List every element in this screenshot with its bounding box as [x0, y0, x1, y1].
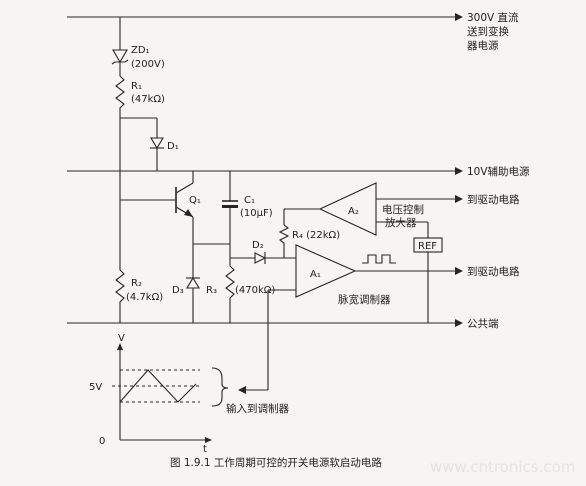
d3-label: D₃: [172, 285, 184, 296]
zd1-value: (200V): [131, 59, 165, 70]
d1-label: D₁: [167, 141, 179, 152]
waveform-triangle: [119, 369, 197, 403]
resistor-r2: [115, 269, 125, 323]
ref-label: REF: [418, 241, 437, 252]
pwm-label: 脉宽调制器: [338, 293, 391, 306]
hv-rail-label-2: 送到变换: [467, 25, 509, 38]
pulse-waveform-icon: [362, 254, 396, 264]
r3-value: (470kΩ): [235, 285, 275, 296]
q1-label: Q₁: [189, 195, 201, 206]
opamp-a1: [295, 244, 357, 298]
resistor-r1: [115, 75, 125, 118]
a1-label: A₁: [310, 269, 321, 280]
drive-label-1: 到驱动电路: [467, 193, 520, 206]
waveform-5v-label: 5V: [89, 382, 102, 393]
aux-rail-arrow: [455, 167, 463, 175]
r3-label: R₃: [206, 285, 217, 296]
r1-label: R₁: [131, 81, 142, 92]
q1-emitter-arrow: [184, 209, 193, 217]
a2-label: A₂: [348, 206, 359, 217]
ground-rail-arrow: [455, 319, 463, 327]
waveform-note: 输入到调制器: [226, 402, 289, 415]
r2-value: (4.7kΩ): [126, 292, 163, 303]
opamp-a2: [318, 182, 377, 236]
ground-rail-label: 公共端: [467, 317, 499, 330]
hv-rail-label-3: 器电源: [467, 39, 499, 52]
capacitor-c1-plate: [222, 205, 238, 208]
aux-rail-label: 10V辅助电源: [467, 165, 530, 178]
watermark: www.cntronics.com: [430, 458, 575, 476]
modulator-input-arrow: [238, 386, 246, 394]
figure-caption: 图 1.9.1 工作周期可控的开关电源软启动电路: [170, 456, 382, 469]
diode-d1: [150, 137, 164, 150]
waveform-v-label: V: [118, 333, 125, 344]
resistor-r4: [278, 224, 290, 258]
r2-label: R₂: [131, 278, 142, 289]
hv-rail-arrow: [455, 13, 463, 21]
drive-label-2: 到驱动电路: [467, 265, 520, 278]
waveform-t-label: t: [203, 444, 207, 455]
c1-value: (10μF): [240, 208, 273, 219]
waveform-zero-label: 0: [99, 436, 105, 447]
brace: [211, 367, 229, 407]
resistor-r3: [225, 258, 235, 323]
q1-collector: [175, 182, 194, 194]
drive-arrow-2: [455, 267, 463, 275]
r1-value: (47kΩ): [131, 94, 165, 105]
voltage-amp-label: 电压控制: [382, 203, 424, 216]
hv-rail-label: 300V 直流: [467, 11, 519, 24]
zd1-label: ZD₁: [131, 45, 150, 56]
waveform-v-axis-arrow: [117, 343, 123, 350]
d2-label: D₂: [252, 240, 264, 251]
zener-diode-zd1: [112, 49, 128, 64]
diode-d3: [186, 276, 200, 289]
drive-arrow-1: [455, 195, 463, 203]
diode-d2: [254, 252, 267, 264]
r4-label: R₄ (22kΩ): [292, 230, 340, 241]
waveform-t-axis-arrow: [205, 437, 212, 443]
c1-label: C₁: [244, 195, 255, 206]
